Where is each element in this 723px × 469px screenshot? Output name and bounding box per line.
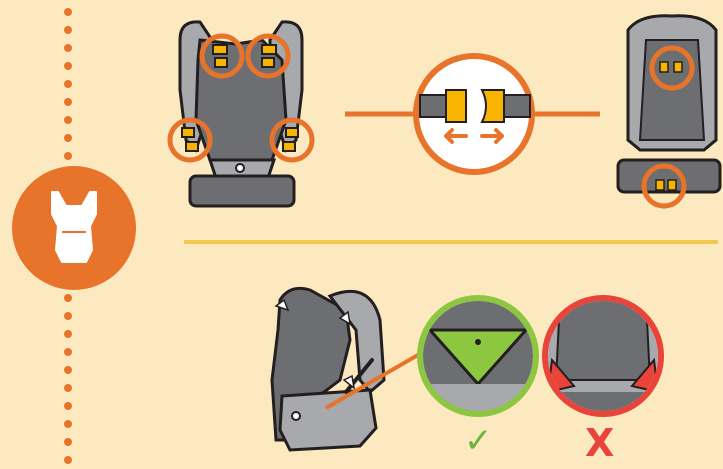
left-right-arrow-icon — [444, 128, 504, 144]
dotted-timeline — [64, 8, 72, 464]
carrier-front-view — [616, 14, 722, 209]
x-icon: X — [585, 421, 615, 465]
check-icon: ✓ — [464, 421, 493, 461]
buckle-icon — [181, 44, 299, 152]
baby-carrier-icon — [51, 191, 97, 263]
correct-example — [417, 295, 539, 417]
carrier-back-view — [178, 20, 304, 208]
buckle-highlight-circles — [167, 33, 315, 163]
carrier-side-view — [270, 286, 431, 452]
incorrect-example — [542, 295, 664, 417]
buckle-closeup — [345, 53, 600, 175]
step-badge — [12, 166, 136, 290]
